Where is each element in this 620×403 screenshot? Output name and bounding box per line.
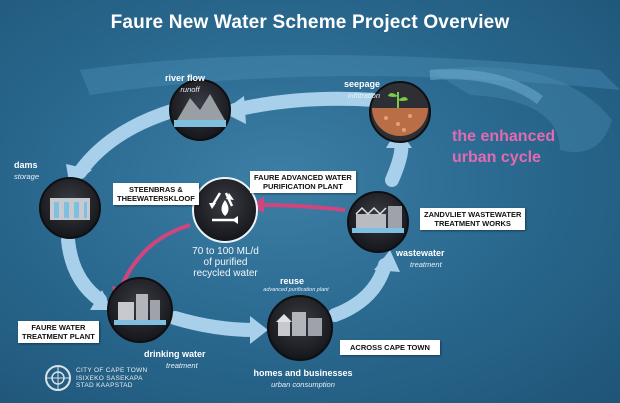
- steenbras-tag: STEENBRAS & THEEWATERSKLOOF: [113, 183, 199, 205]
- wastewater-label: wastewater: [396, 248, 445, 258]
- zandvliet-tag: ZANDVLIET WASTEWATER TREATMENT WORKS: [420, 208, 526, 230]
- arrow-drinking-to-homes-head: [250, 316, 268, 344]
- tagline: the enhanced urban cycle: [452, 126, 555, 168]
- dams-node-icon: [39, 177, 101, 239]
- purified-water-volume: 70 to 100 ML/d of purified recycled wate…: [178, 246, 273, 279]
- logo-line-3: STAD KAAPSTAD: [76, 382, 133, 389]
- purified-water-line-1: 70 to 100 ML/d: [192, 246, 259, 257]
- arrow-homes-to-wastewater: [328, 258, 392, 322]
- tagline-line-2: urban cycle: [452, 149, 541, 166]
- drinking-water-sub: treatment: [166, 361, 198, 370]
- arrow-homes-to-wastewater-head: [374, 250, 400, 272]
- arrow-seepage-outer: [429, 69, 543, 105]
- drinking-water-label: drinking water: [144, 349, 206, 359]
- dams-sub: storage: [14, 172, 40, 181]
- arrow-river-to-dams: [73, 103, 182, 179]
- dams-label: dams: [14, 160, 38, 170]
- seepage-node-icon: [369, 81, 431, 143]
- wastewater-sub: treatment: [410, 260, 442, 269]
- zandvliet-tag-line-1: ZANDVLIET WASTEWATER: [424, 210, 522, 219]
- faure-advanced-tag: FAURE ADVANCED WATER PURIFICATION PLANT: [250, 171, 356, 193]
- reuse-label: reuse: [279, 276, 305, 286]
- background-swirl-right: [430, 67, 612, 152]
- city-logo-seal: [45, 365, 71, 391]
- river-flow-sub: runoff: [180, 85, 200, 94]
- seepage-sub: infiltration: [347, 91, 380, 100]
- faure-advanced-tag-line-1: FAURE ADVANCED WATER: [254, 173, 352, 182]
- zandvliet-tag-line-2: TREATMENT WORKS: [434, 219, 511, 228]
- faure-treatment-tag: FAURE WATER TREATMENT PLANT: [18, 321, 99, 343]
- purified-water-line-2: of purified: [203, 257, 248, 268]
- reuse-sub: advanced purification plant: [263, 287, 329, 293]
- homes-label: homes and businesses: [253, 368, 353, 378]
- steenbras-tag-line-2: THEEWATERSKLOOF: [117, 194, 195, 203]
- homes-sub: urban consumption: [271, 380, 335, 389]
- tagline-line-1: the enhanced: [452, 128, 556, 145]
- homes-node-icon: [267, 295, 333, 361]
- logo-line-2: ISIXEKO SASEKAPA: [76, 374, 143, 382]
- reuse-node-icon: [192, 177, 258, 243]
- drinking-node-icon: [107, 277, 173, 343]
- wastewater-node-icon: [347, 191, 409, 253]
- logo-line-1: CITY OF CAPE TOWN: [76, 367, 148, 374]
- arrow-dams-to-drinking-head: [90, 290, 112, 310]
- across-cape-town-tag: ACROSS CAPE TOWN: [340, 340, 440, 355]
- city-logo-text: CITY OF CAPE TOWN ISIXEKO SASEKAPA STAD …: [76, 367, 148, 390]
- faure-treatment-tag-line-2: TREATMENT PLANT: [22, 332, 95, 341]
- arrow-seepage-to-river-head: [222, 96, 246, 124]
- arrow-drinking-to-homes: [168, 311, 262, 337]
- arrow-wastewater-to-reuse: [261, 203, 346, 212]
- arrow-seepage-to-river: [228, 91, 382, 117]
- page-title: Faure New Water Scheme Project Overview: [110, 12, 510, 33]
- arrow-dams-to-drinking: [61, 233, 107, 307]
- steenbras-tag-line-1: STEENBRAS &: [129, 185, 183, 194]
- faure-advanced-tag-line-2: PURIFICATION PLANT: [262, 182, 343, 191]
- river-node-icon: [169, 79, 231, 141]
- arrow-reuse-to-drinking: [118, 223, 191, 291]
- background-swirl: [80, 55, 620, 95]
- purified-water-line-3: recycled water: [193, 268, 258, 279]
- faure-treatment-tag-line-1: FAURE WATER: [31, 323, 86, 332]
- river-flow-label: river flow: [164, 73, 205, 83]
- seepage-label: seepage: [343, 79, 380, 89]
